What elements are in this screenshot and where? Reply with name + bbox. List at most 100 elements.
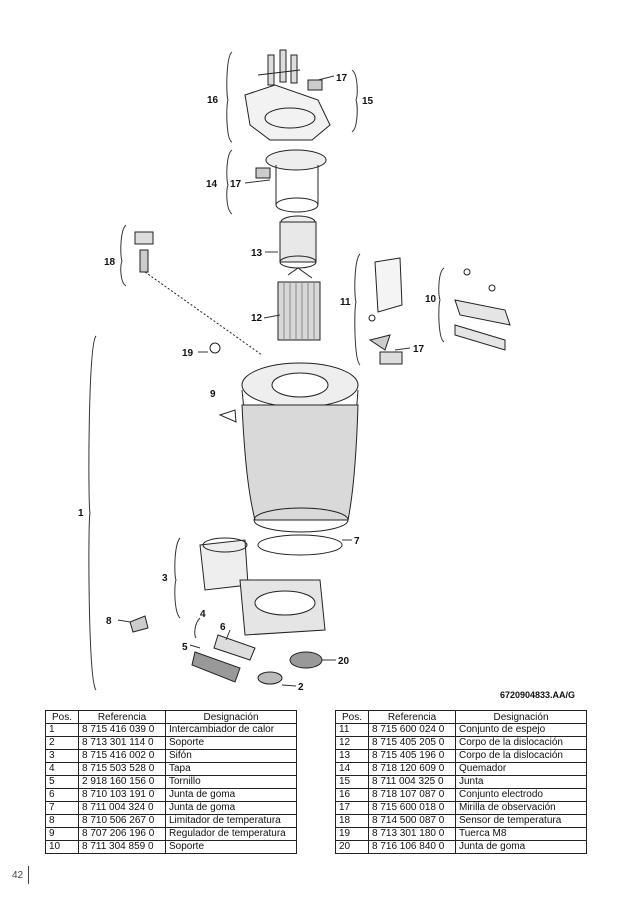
cell-des: Tornillo: [165, 775, 297, 789]
callout-17b: 17: [230, 179, 242, 190]
temperature-sensor-drawing: [134, 231, 263, 356]
cell-ref: 8 715 405 205 0: [368, 736, 456, 750]
cell-ref: 8 711 004 324 0: [78, 801, 166, 815]
cell-pos: 20: [335, 840, 369, 854]
cell-ref: 8 714 500 087 0: [368, 814, 456, 828]
col-des: Designación: [165, 710, 297, 724]
callout-2: 2: [298, 682, 304, 693]
cell-pos: 14: [335, 762, 369, 776]
cell-pos: 12: [335, 736, 369, 750]
cell-des: Tuerca M8: [455, 827, 587, 841]
dislocation-body-13-drawing: [279, 215, 317, 269]
heat-exchanger-drawing: [209, 342, 359, 533]
cell-des: Conjunto de espejo: [455, 723, 587, 737]
cell-ref: 8 711 004 325 0: [368, 775, 456, 789]
cell-pos: 4: [45, 762, 79, 776]
cell-ref: 8 715 600 018 0: [368, 801, 456, 815]
cell-ref: 8 715 416 039 0: [78, 723, 166, 737]
cell-des: Junta de goma: [455, 840, 587, 854]
table-header-row: Pos. Referencia Designación: [335, 710, 587, 724]
cell-pos: 3: [45, 749, 79, 763]
cell-ref: 8 711 304 859 0: [78, 840, 166, 854]
cell-pos: 13: [335, 749, 369, 763]
callout-17c: 17: [413, 344, 425, 355]
siphon-drawing: [199, 537, 326, 636]
col-pos: Pos.: [335, 710, 369, 724]
callout-16: 16: [207, 95, 219, 106]
callout-20: 20: [338, 656, 350, 667]
callout-14: 14: [206, 179, 218, 190]
cell-pos: 16: [335, 788, 369, 802]
cell-ref: 8 718 107 087 0: [368, 788, 456, 802]
cell-pos: 2: [45, 736, 79, 750]
cell-ref: 2 918 160 156 0: [78, 775, 166, 789]
callout-labels: 16 17 15 14 17 13 18 12 11 10 17 19 9 1 …: [78, 73, 437, 693]
cell-pos: 19: [335, 827, 369, 841]
callout-13: 13: [251, 248, 263, 259]
callout-9: 9: [210, 389, 216, 400]
cell-ref: 8 716 106 840 0: [368, 840, 456, 854]
col-ref: Referencia: [368, 710, 456, 724]
cell-pos: 5: [45, 775, 79, 789]
cell-des: Junta: [455, 775, 587, 789]
figure-code: 6720904833.AA/G: [500, 690, 576, 700]
cell-ref: 8 707 206 196 0: [78, 827, 166, 841]
cell-des: Conjunto electrodo: [455, 788, 587, 802]
callout-4: 4: [200, 609, 206, 620]
callout-17a: 17: [336, 73, 348, 84]
cell-pos: 10: [45, 840, 79, 854]
cell-des: Sensor de temperatura: [455, 814, 587, 828]
cell-ref: 8 713 301 114 0: [78, 736, 166, 750]
cell-pos: 15: [335, 775, 369, 789]
col-des: Designación: [455, 710, 587, 724]
support-2-drawing: [257, 671, 283, 685]
page-divider: [28, 866, 29, 884]
cell-des: Tapa: [165, 762, 297, 776]
cell-pos: 9: [45, 827, 79, 841]
callout-18: 18: [104, 257, 116, 268]
callout-6: 6: [220, 622, 226, 633]
callout-12: 12: [251, 313, 263, 324]
cell-des: Junta de goma: [165, 801, 297, 815]
cell-des: Limitador de temperatura: [165, 814, 297, 828]
cell-des: Soporte: [165, 736, 297, 750]
dislocation-body-12-drawing: [277, 267, 321, 341]
burner-drawing: [255, 149, 327, 213]
cell-pos: 17: [335, 801, 369, 815]
col-pos: Pos.: [45, 710, 79, 724]
cell-pos: 6: [45, 788, 79, 802]
cell-des: Soporte: [165, 840, 297, 854]
gasket-20-drawing: [289, 651, 323, 669]
callout-1: 1: [78, 508, 84, 519]
cell-pos: 1: [45, 723, 79, 737]
cell-ref: 8 715 503 528 0: [78, 762, 166, 776]
group-brackets: [88, 51, 445, 691]
cell-ref: 8 710 506 267 0: [78, 814, 166, 828]
page-number: 42: [12, 870, 24, 881]
callout-19: 19: [182, 348, 194, 359]
table-header-row: Pos. Referencia Designación: [45, 710, 297, 724]
callout-7: 7: [354, 536, 360, 547]
cell-ref: 8 715 416 002 0: [78, 749, 166, 763]
lid-drawing: [191, 651, 241, 683]
